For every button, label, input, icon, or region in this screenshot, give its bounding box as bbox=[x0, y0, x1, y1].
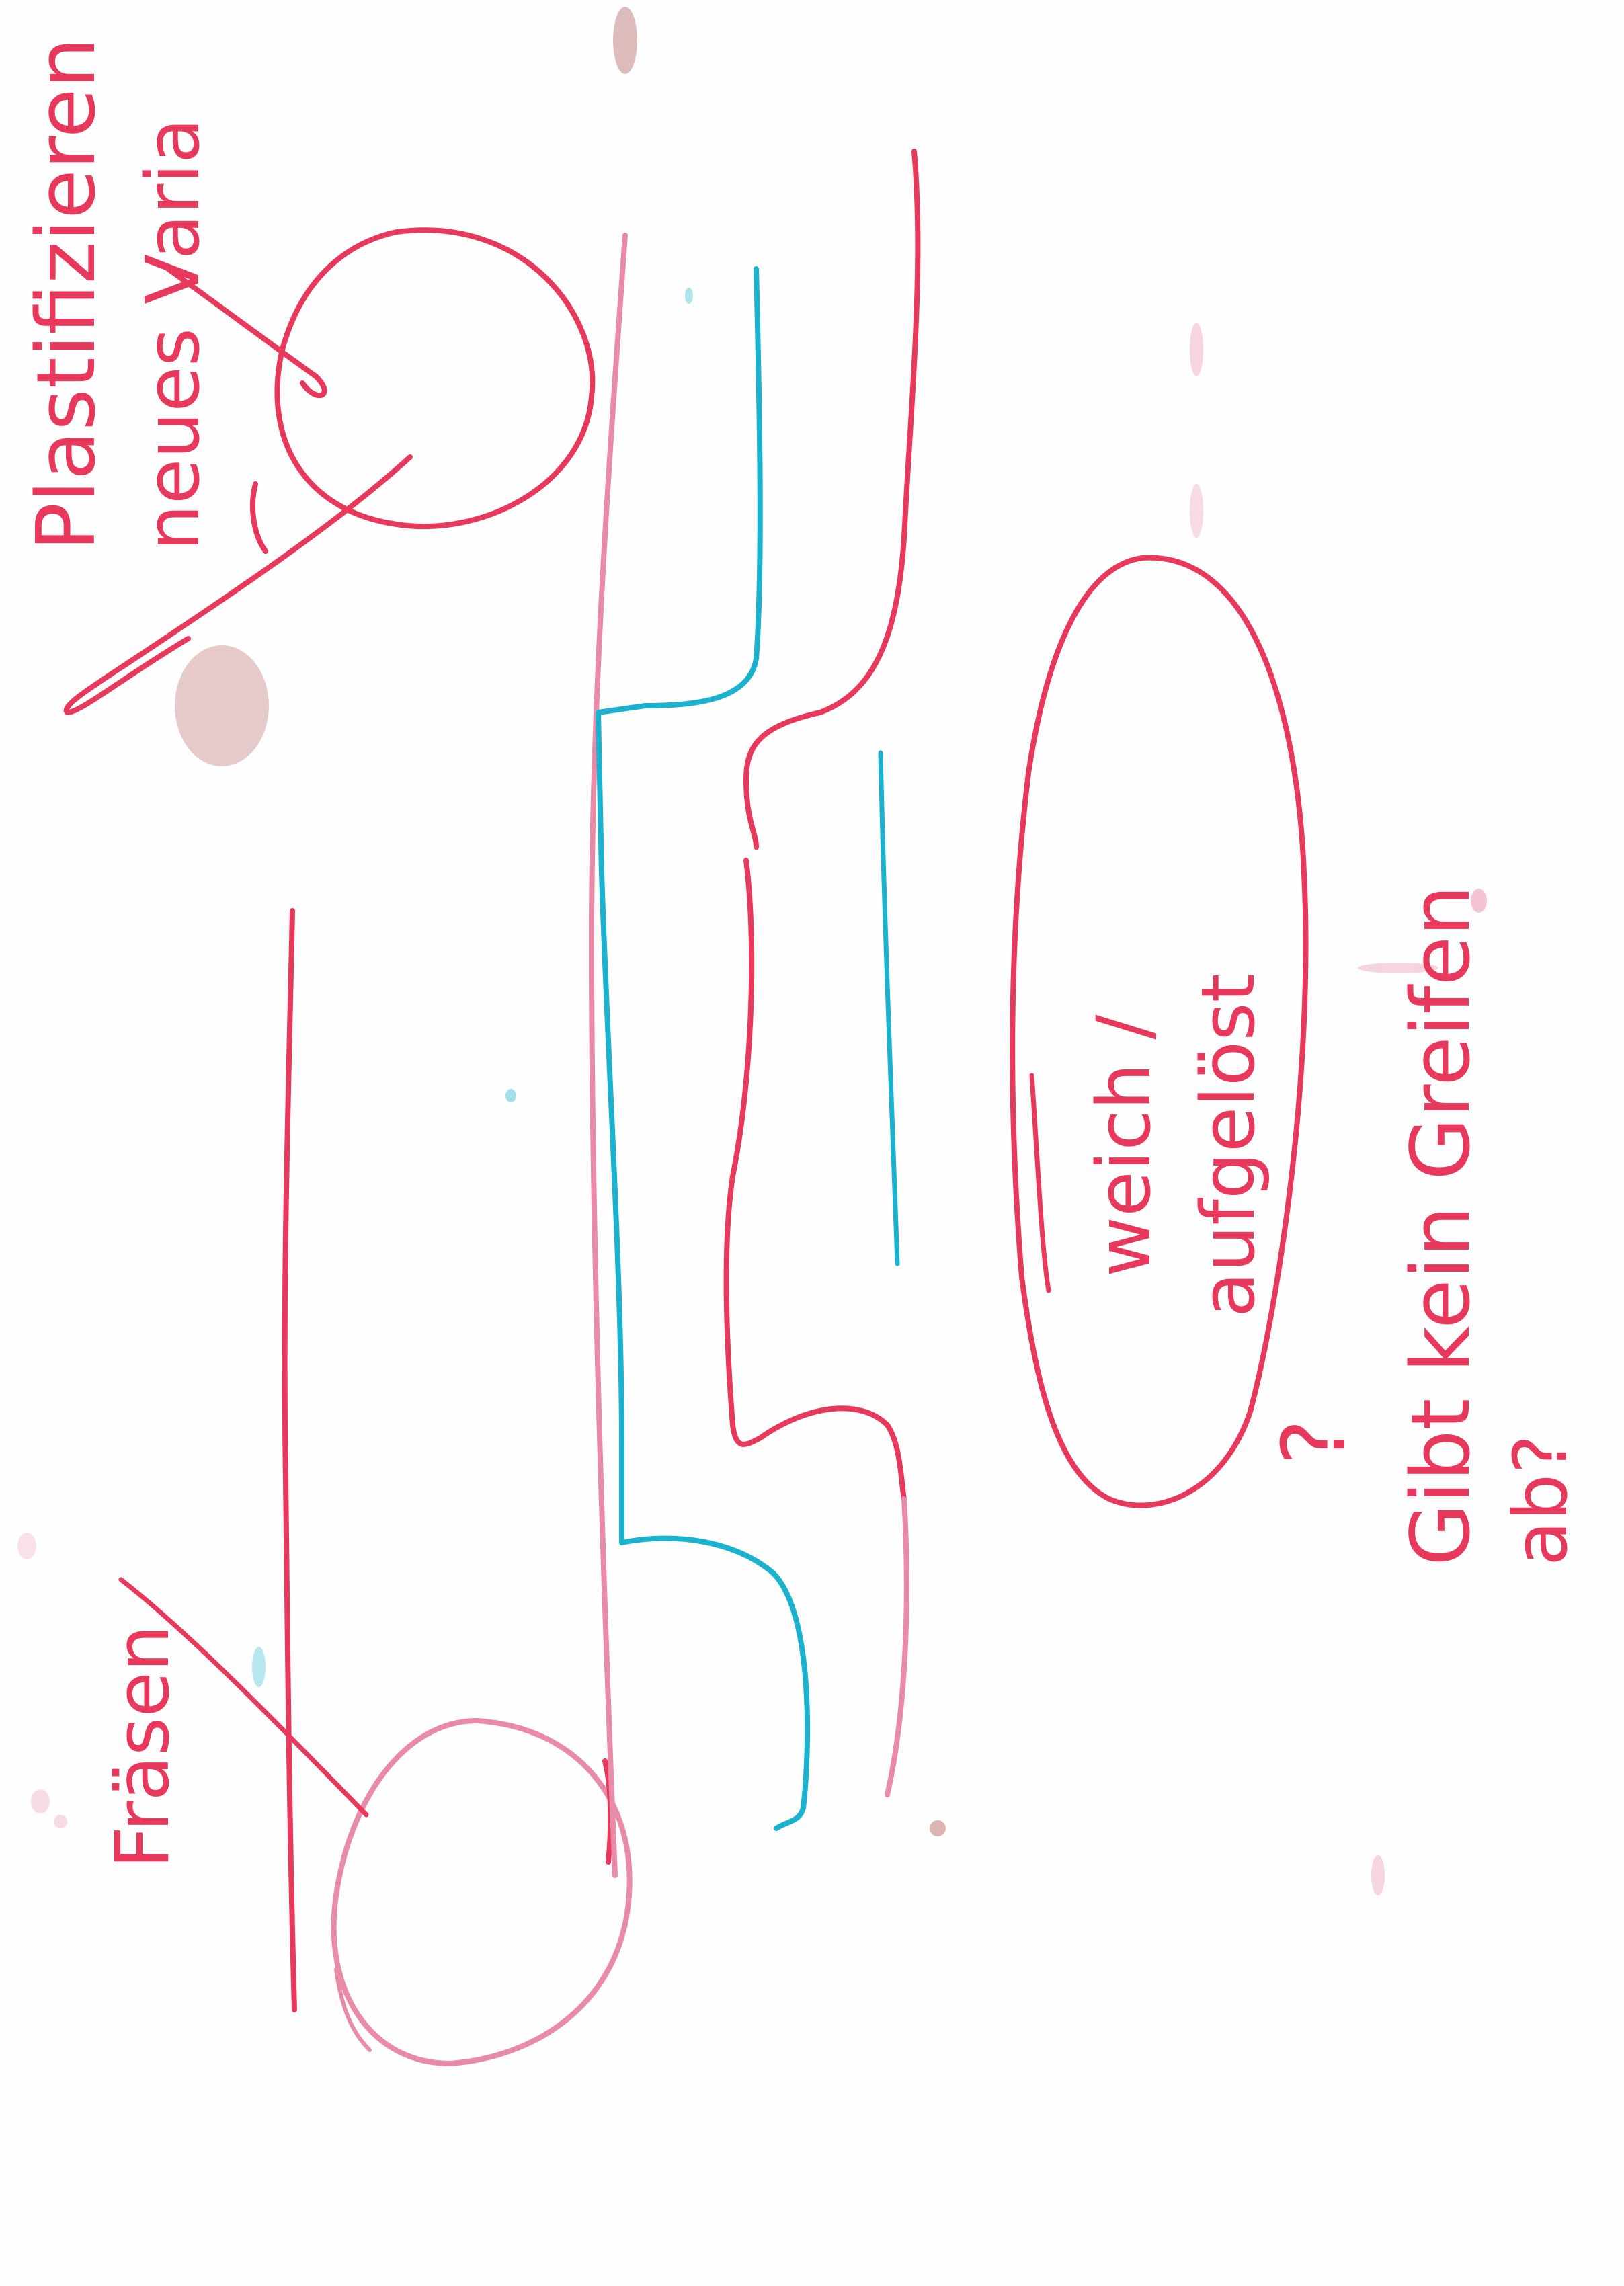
annotation-ab: ab? bbox=[1498, 1434, 1584, 1566]
annotation-weich: weich / bbox=[1081, 1014, 1167, 1277]
annotation-aufgeloest: aufgelöst bbox=[1185, 973, 1271, 1317]
annotation-gibt-kein-greifen: Gibt kein Greifen bbox=[1395, 885, 1488, 1566]
center-ellipse bbox=[1010, 555, 1309, 1508]
center-contour bbox=[589, 233, 628, 1878]
annotation-plastifizieren: Plastifizieren bbox=[20, 38, 114, 551]
bottom-circle-callout bbox=[118, 1577, 633, 2066]
paper-stains bbox=[17, 7, 1487, 1895]
left-outer-contour bbox=[282, 908, 297, 2012]
annotation-neues-varia: neues Varia bbox=[130, 118, 216, 551]
top-circle-callout bbox=[63, 227, 596, 715]
red-profile-line bbox=[723, 149, 921, 1797]
annotation-question-mark: ? bbox=[1263, 1419, 1365, 1465]
cyan-profile-line bbox=[596, 266, 900, 1831]
annotation-fraesen: Fräsen bbox=[99, 1625, 186, 1869]
